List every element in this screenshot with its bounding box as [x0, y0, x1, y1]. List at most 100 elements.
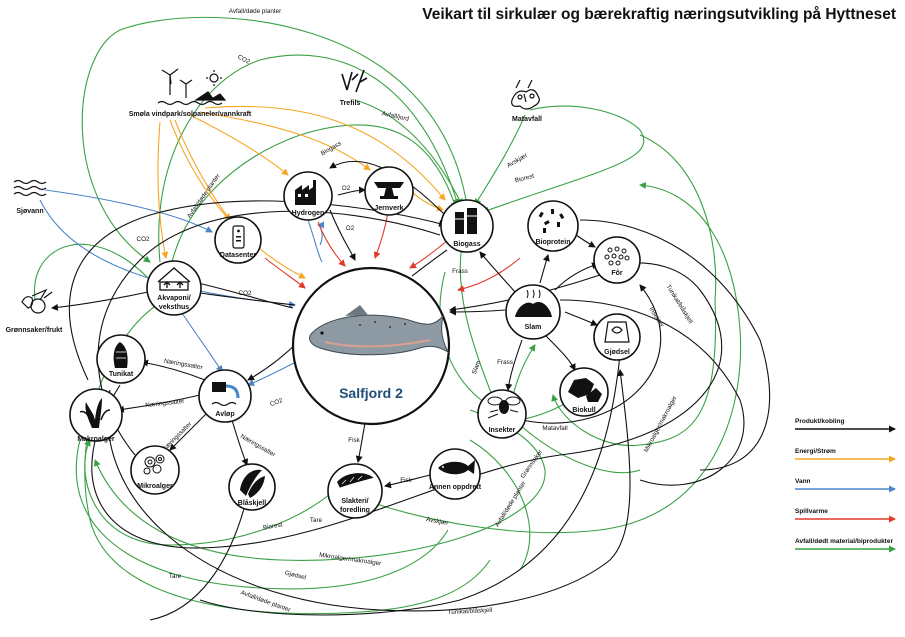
- edge-akvaponi-gronnsaker: [51, 291, 149, 311]
- seaweed-icon: [79, 398, 111, 428]
- edge-avfall-bottom: [84, 299, 491, 615]
- insekter-label: Insekter: [489, 427, 516, 434]
- node-slam[interactable]: Slam: [505, 284, 561, 340]
- sludge-icon: [515, 289, 552, 317]
- annen-oppdrett-label: Annen oppdrett: [429, 484, 482, 491]
- edge-label-tunikat-blaskjell-b: Tunikat/blåskjell: [447, 606, 492, 616]
- mussel-icon: [240, 469, 265, 498]
- edge-energy-7: [409, 189, 444, 212]
- factory-icon: [295, 180, 316, 205]
- edge-heat-1: [264, 257, 306, 289]
- tunicate-icon: [113, 342, 128, 368]
- node-for[interactable]: Fôr: [593, 236, 641, 284]
- blaskjell-label: Blåskjell: [238, 499, 266, 507]
- edge-water-3: [179, 309, 223, 373]
- node-avlop[interactable]: Avløp: [198, 369, 252, 423]
- edge-slam-center: [449, 308, 506, 316]
- waves-icon: [13, 179, 47, 197]
- edge-label-co2-left: CO2: [137, 236, 150, 243]
- legend-label-0: Produkt/kobling: [795, 418, 845, 425]
- edge-water-6: [307, 219, 323, 263]
- edge-label-avskjaer-b: Avskjær: [426, 516, 450, 527]
- edge-label-frass-b: Frass: [497, 359, 513, 366]
- node-slakteri[interactable]: Slakteri/ foredling: [327, 463, 383, 519]
- edge-hydrogen-jernverk-o2: [337, 186, 366, 196]
- biogass-label: Biogass: [453, 241, 480, 248]
- edge-label-matavfall: Matavfall: [542, 425, 567, 432]
- edge-label-avfall-mid: Avfall/døde planter: [494, 480, 528, 528]
- legend-label-4: Avfall/dødt material/biprodukter: [795, 538, 893, 545]
- edge-label-avfall-top: Avfall/døde planter: [229, 8, 281, 15]
- mikroalger-label: Mikroalger: [137, 483, 173, 490]
- hydrogen-label: Hydrogen: [292, 210, 325, 217]
- node-biogass[interactable]: Biogass: [440, 199, 494, 253]
- vegetables-icon: [21, 288, 53, 314]
- edge-heat-5: [457, 257, 521, 293]
- food-waste-icon: [511, 79, 540, 110]
- edge-energy-4: [204, 105, 446, 201]
- node-biokull[interactable]: Biokull: [559, 367, 609, 417]
- node-insekter[interactable]: Insekter: [477, 389, 527, 439]
- node-akvaponi[interactable]: Akvaponi/ veksthus: [146, 260, 202, 316]
- edge-avlop-tunikat: [141, 359, 206, 381]
- fish-fillet-icon: [337, 473, 375, 489]
- salfjord-label: Salfjord 2: [339, 385, 403, 401]
- particles-icon: [538, 209, 565, 233]
- edge-heat-3: [373, 211, 389, 259]
- edge-label-o2-b: O2: [346, 225, 355, 232]
- edge-label-fisk-a: Fisk: [348, 437, 360, 444]
- edge-label-naeringssalter-b: Næringssalter: [145, 398, 185, 409]
- edge-label-biorest-b: Biorest: [262, 521, 283, 531]
- akvaponi-label-2: veksthus: [159, 304, 189, 311]
- edge-biogass-center: [411, 249, 448, 277]
- edge-annen-slakteri: [384, 474, 431, 489]
- greenhouse-icon: [157, 267, 191, 291]
- edge-avskjaer-b: [364, 182, 742, 534]
- edge-label-naeringssalter-a: Næringssalter: [163, 358, 203, 372]
- edge-mikro-makro: [94, 409, 546, 561]
- node-blaskjell[interactable]: Blåskjell: [228, 463, 276, 511]
- datasenter-label: Datasenter: [220, 252, 256, 259]
- slakteri-label-1: Slakteri/: [341, 498, 368, 505]
- node-hydrogen[interactable]: Hydrogen: [283, 171, 333, 221]
- edge-slam-for: [554, 262, 599, 291]
- node-jernverk[interactable]: Jernverk: [364, 166, 414, 216]
- edge-label-avskjaer-a: Avskjær: [506, 152, 529, 169]
- edge-label-gronnsaker: Grønnsaker: [519, 449, 544, 480]
- charcoal-icon: [568, 378, 602, 402]
- node-makroalger[interactable]: Makroalger: [69, 388, 123, 443]
- fish-icon: [438, 460, 475, 475]
- node-bioprotein[interactable]: Bioprotein: [527, 200, 579, 252]
- matavfall-label: Matavfall: [512, 116, 542, 123]
- biokull-label: Biokull: [572, 407, 595, 414]
- bioprotein-label: Bioprotein: [536, 239, 571, 246]
- legend-label-2: Vann: [795, 478, 811, 485]
- edge-hydrogen-center-o2: [329, 209, 356, 261]
- node-salfjord[interactable]: Salfjord 2: [291, 266, 451, 426]
- nodes: Hydrogen Jernverk Biogass: [69, 166, 641, 519]
- edge-label-co2-low: CO2: [269, 397, 284, 408]
- fly-icon: [487, 396, 521, 419]
- edge-label-co2-mid: CO2: [239, 290, 252, 297]
- edge-label-avfall-jord: Avfall/jord: [381, 110, 410, 123]
- edge-biorest-b: [84, 439, 336, 546]
- edge-label-gjodsel: Gjødsel: [284, 570, 307, 582]
- edge-energy-1: [174, 119, 231, 221]
- edge-water-1: [44, 189, 213, 233]
- node-annen-oppdrett[interactable]: Annen oppdrett: [429, 448, 482, 500]
- node-datasenter[interactable]: Datasenter: [214, 216, 262, 264]
- fertilizer-bag-icon: [604, 321, 630, 343]
- edge-tunikat-bottom: [107, 369, 631, 612]
- avlop-label: Avløp: [215, 411, 234, 418]
- vindpark-label: Smøla vindpark/solpaneler/vannkraft: [129, 111, 252, 118]
- node-mikroalger[interactable]: Mikroalger: [130, 445, 180, 495]
- node-tunikat[interactable]: Tunikat: [96, 334, 146, 384]
- edge-tare-a: [75, 439, 449, 590]
- gronnsaker-label: Grønnsaker/frukt: [6, 327, 63, 334]
- edge-avfall-mid: [469, 439, 531, 571]
- edge-label-mikro-makro-r: Mikroalger/makroalger: [643, 395, 679, 454]
- node-gjodsel[interactable]: Gjødsel: [593, 313, 641, 361]
- edge-label-biorest-a: Biorest: [514, 173, 535, 185]
- trefils-label: Trefils: [340, 100, 361, 107]
